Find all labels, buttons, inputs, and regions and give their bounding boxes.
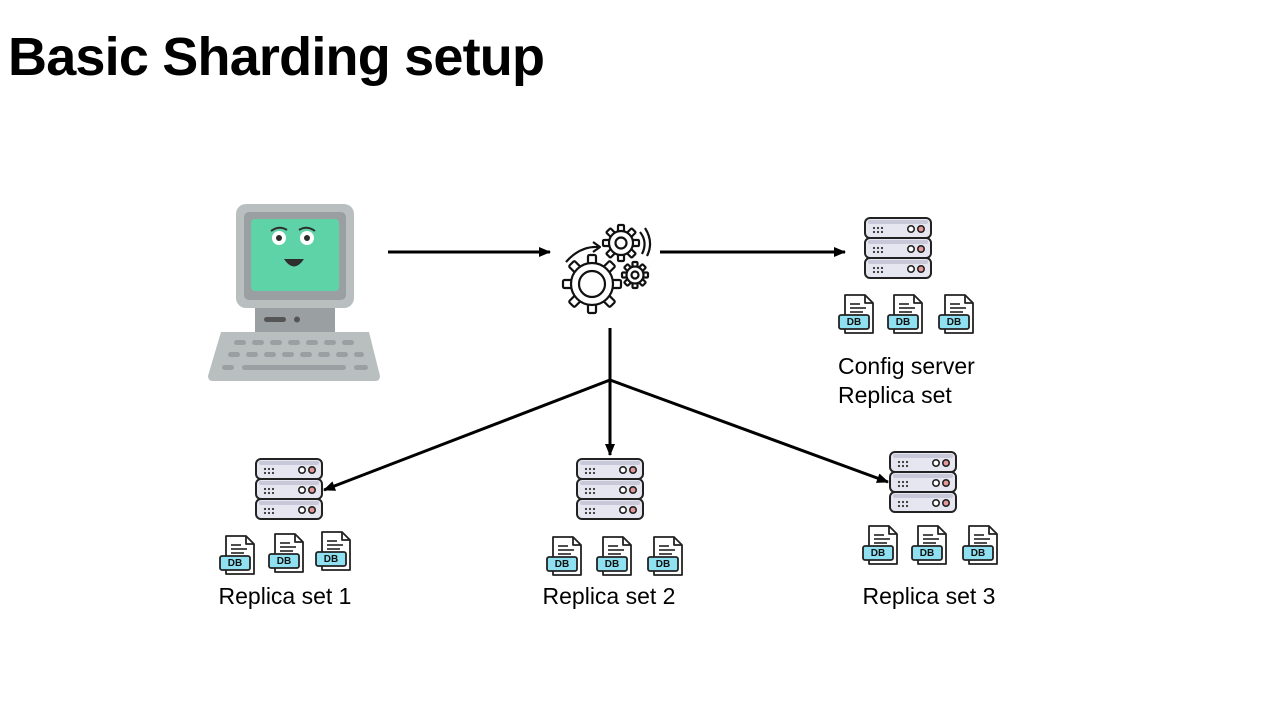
config-server-label-line1: Config server [838,353,975,379]
config-server-label: Config server Replica set [838,352,975,410]
db-file-icon: DB [219,535,255,575]
svg-text:DB: DB [605,559,619,570]
gears-icon [561,223,652,315]
svg-text:DB: DB [947,317,961,328]
page-title: Basic Sharding setup [8,27,545,87]
svg-text:DB: DB [277,556,291,567]
replica-set-2-label: Replica set 2 [542,583,676,609]
svg-text:DB: DB [971,548,985,559]
svg-text:DB: DB [555,559,569,570]
replica-set-3-server-icon [889,451,957,513]
svg-text:DB: DB [896,317,910,328]
arrow-to-replica-set-1 [323,378,611,492]
db-file-icon: DB [268,533,304,573]
db-file-icon: DB [962,525,998,565]
replica-set-3-label: Replica set 3 [862,583,996,609]
connectors [323,247,889,492]
config-server-label-line2: Replica set [838,382,952,408]
db-file-icon: DB [546,536,582,576]
replica-set-2-server-icon [576,458,644,520]
replica-set-1-db-group: DB DB DB [219,531,351,575]
db-file-icon: DB [938,294,974,334]
svg-text:DB: DB [324,554,338,565]
db-file-icon: DB [647,536,683,576]
computer-icon [208,204,380,381]
arrow-to-replica-set-3 [609,378,889,484]
replica-set-1-server-icon [255,458,323,520]
db-file-icon: DB [911,525,947,565]
svg-text:DB: DB [847,317,861,328]
svg-text:DB: DB [228,558,242,569]
db-file-icon: DB [862,525,898,565]
db-file-icon: DB [596,536,632,576]
svg-text:DB: DB [871,548,885,559]
config-server-icon [864,217,932,279]
config-db-group: DB DB DB [838,294,974,334]
replica-set-2-db-group: DB DB DB [546,536,683,576]
replica-set-1-label: Replica set 1 [218,583,352,609]
db-file-icon: DB [315,531,351,571]
db-file-icon: DB [887,294,923,334]
svg-text:DB: DB [656,559,670,570]
replica-set-3-db-group: DB DB DB [862,525,998,565]
db-file-icon: DB [838,294,874,334]
svg-text:DB: DB [920,548,934,559]
